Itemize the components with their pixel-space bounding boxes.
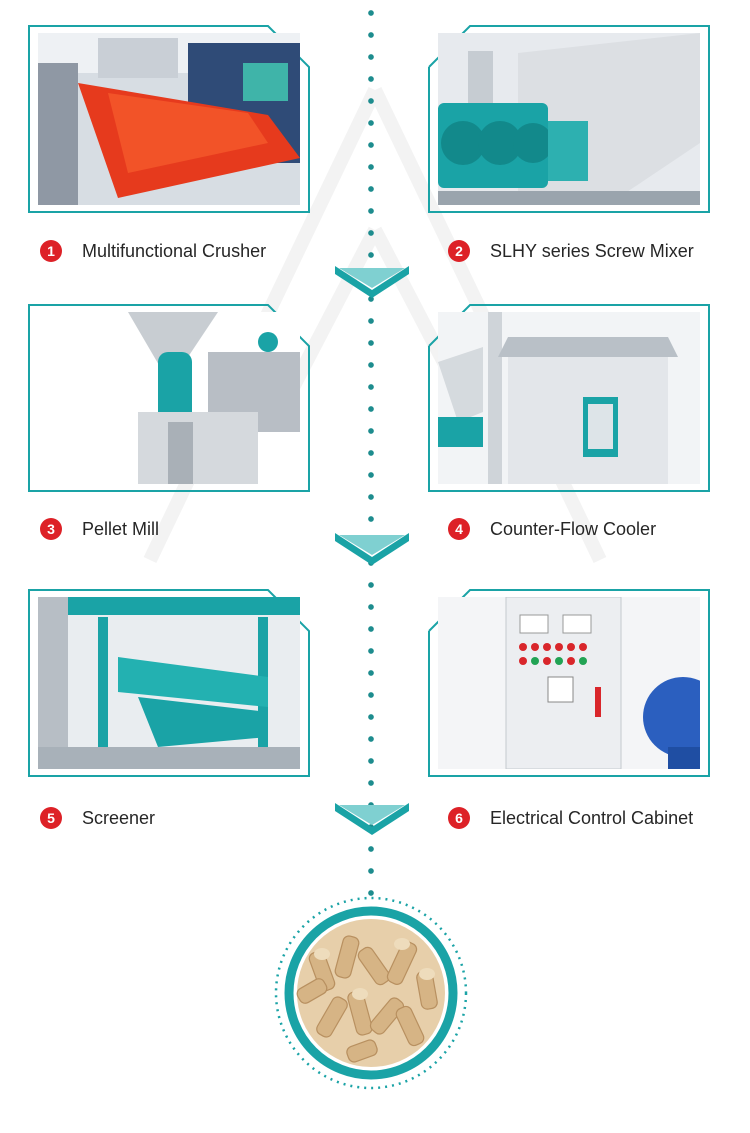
cooler-photo	[438, 312, 700, 484]
flow-dotted-line	[367, 0, 375, 900]
mixer-image-frame	[428, 25, 710, 213]
frame-outline	[28, 25, 310, 213]
cabinet-image-frame	[428, 589, 710, 777]
crusher-photo	[38, 33, 300, 205]
step-2-number-badge: 2	[448, 240, 470, 262]
crusher-image-frame	[28, 25, 310, 213]
step-6-label: 6 Electrical Control Cabinet	[448, 807, 693, 829]
frame-outline	[28, 304, 310, 492]
screener-photo	[38, 597, 300, 769]
step-3-name: Pellet Mill	[82, 518, 160, 539]
step-3-label: 3 Pellet Mill	[40, 518, 159, 540]
step-4-number-badge: 4	[448, 518, 470, 540]
chevron-down-icon	[335, 533, 409, 565]
step-5-label: 5 Screener	[40, 807, 155, 829]
frame-outline	[28, 589, 310, 777]
chevron-down-icon	[335, 266, 409, 298]
screener-image-frame	[28, 589, 310, 777]
step-2-label: 2 SLHY series Screw Mixer	[448, 240, 694, 262]
step-1-number-badge: 1	[40, 240, 62, 262]
step-4-label: 4 Counter-Flow Cooler	[448, 518, 656, 540]
step-5-number-badge: 5	[40, 807, 62, 829]
step-4-name: Counter-Flow Cooler	[490, 518, 657, 539]
step-3-number-badge: 3	[40, 518, 62, 540]
step-2-name: SLHY series Screw Mixer	[490, 240, 694, 261]
pellet-mill-image-frame	[28, 304, 310, 492]
step-1-name: Multifunctional Crusher	[82, 240, 267, 261]
chevron-down-icon	[335, 803, 409, 835]
step-6-name: Electrical Control Cabinet	[490, 807, 694, 828]
step-1-label: 1 Multifunctional Crusher	[40, 240, 266, 262]
pellets-product-image	[274, 896, 468, 1090]
cooler-image-frame	[428, 304, 710, 492]
mixer-photo	[438, 33, 700, 205]
pellet-mill-photo	[38, 312, 300, 484]
step-6-number-badge: 6	[448, 807, 470, 829]
step-5-name: Screener	[82, 807, 156, 828]
cabinet-photo	[438, 597, 700, 769]
